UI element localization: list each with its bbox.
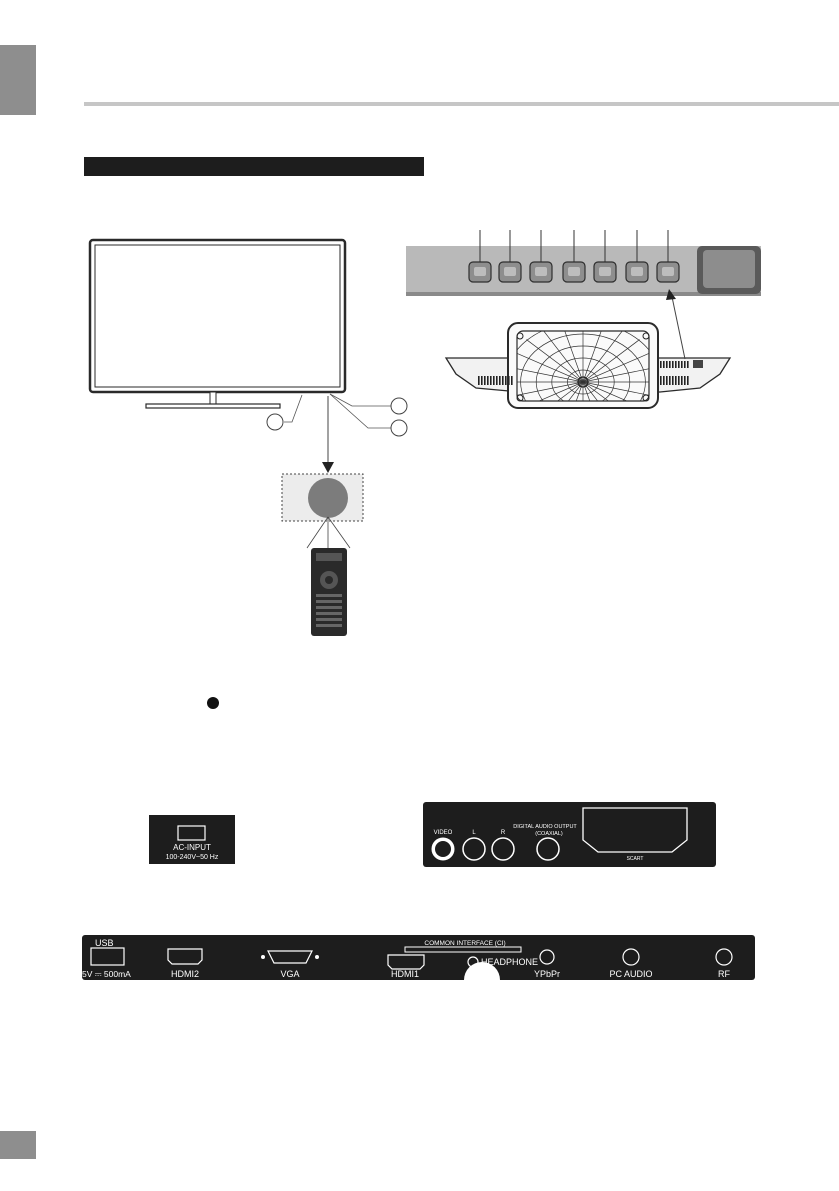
pc-audio-jack-icon <box>622 948 640 966</box>
vga-label: VGA <box>280 969 299 979</box>
audio-right-label: R <box>501 830 506 836</box>
callout-circle <box>390 419 408 437</box>
pc-audio-label: PC AUDIO <box>609 969 652 979</box>
digital-audio-label: DIGITAL AUDIO OUTPUT <box>513 824 577 830</box>
hdmi2-port-icon <box>167 948 203 965</box>
header-rule <box>84 102 839 106</box>
vga-port-icon <box>267 950 313 964</box>
ac-socket-icon <box>177 825 206 841</box>
coaxial-label: (COAXIAL) <box>535 831 563 837</box>
hdmi1-label: HDMI1 <box>391 969 419 979</box>
callout-circle <box>266 413 284 431</box>
tv-front-illustration <box>88 238 408 549</box>
audio-left-label: L <box>472 830 476 836</box>
av-connector-panel: VIDEO L R DIGITAL AUDIO OUTPUT (COAXIAL)… <box>423 802 716 867</box>
hdmi1-port-icon <box>387 954 425 970</box>
page-side-tab <box>0 45 36 115</box>
ac-input-panel: AC-INPUT 100-240V~50 Hz <box>149 815 235 864</box>
rf-jack-icon <box>715 948 733 966</box>
ci-slot-icon <box>404 946 522 953</box>
ir-sensor-icon <box>308 478 348 518</box>
usb-port-icon <box>90 947 125 966</box>
bullet-dot-icon <box>207 697 219 709</box>
usb-label: USB <box>95 938 114 948</box>
page-number-tab <box>0 1131 36 1159</box>
remote-control-icon <box>311 548 347 636</box>
coaxial-jack-icon <box>536 837 560 861</box>
ypbpr-jack-icon <box>539 949 555 965</box>
section-heading-bar <box>84 157 424 176</box>
panel-notch <box>464 962 500 980</box>
rf-label: RF <box>718 969 730 979</box>
ac-input-label: AC-INPUT <box>173 843 211 852</box>
audio-right-jack-icon <box>491 837 515 861</box>
ypbpr-label: YPbPr <box>534 969 560 979</box>
audio-left-jack-icon <box>462 837 486 861</box>
video-label: VIDEO <box>434 830 453 836</box>
side-buttons <box>468 230 680 283</box>
ac-input-rating: 100-240V~50 Hz <box>166 854 219 861</box>
common-interface-label: COMMON INTERFACE (CI) <box>424 940 505 947</box>
scart-label: SCART <box>627 856 644 862</box>
usb-rating-label: 5V ⎓ 500mA <box>82 969 131 979</box>
tv-back-illustration <box>444 289 732 409</box>
callout-circle <box>390 397 408 415</box>
headphone-label: HEADPHONE <box>481 957 538 967</box>
hdmi2-label: HDMI2 <box>171 969 199 979</box>
bottom-connector-panel: USB 5V ⎓ 500mA HDMI2 VGA COMMON INTERFAC… <box>82 935 755 980</box>
scart-connector-icon <box>582 807 688 853</box>
